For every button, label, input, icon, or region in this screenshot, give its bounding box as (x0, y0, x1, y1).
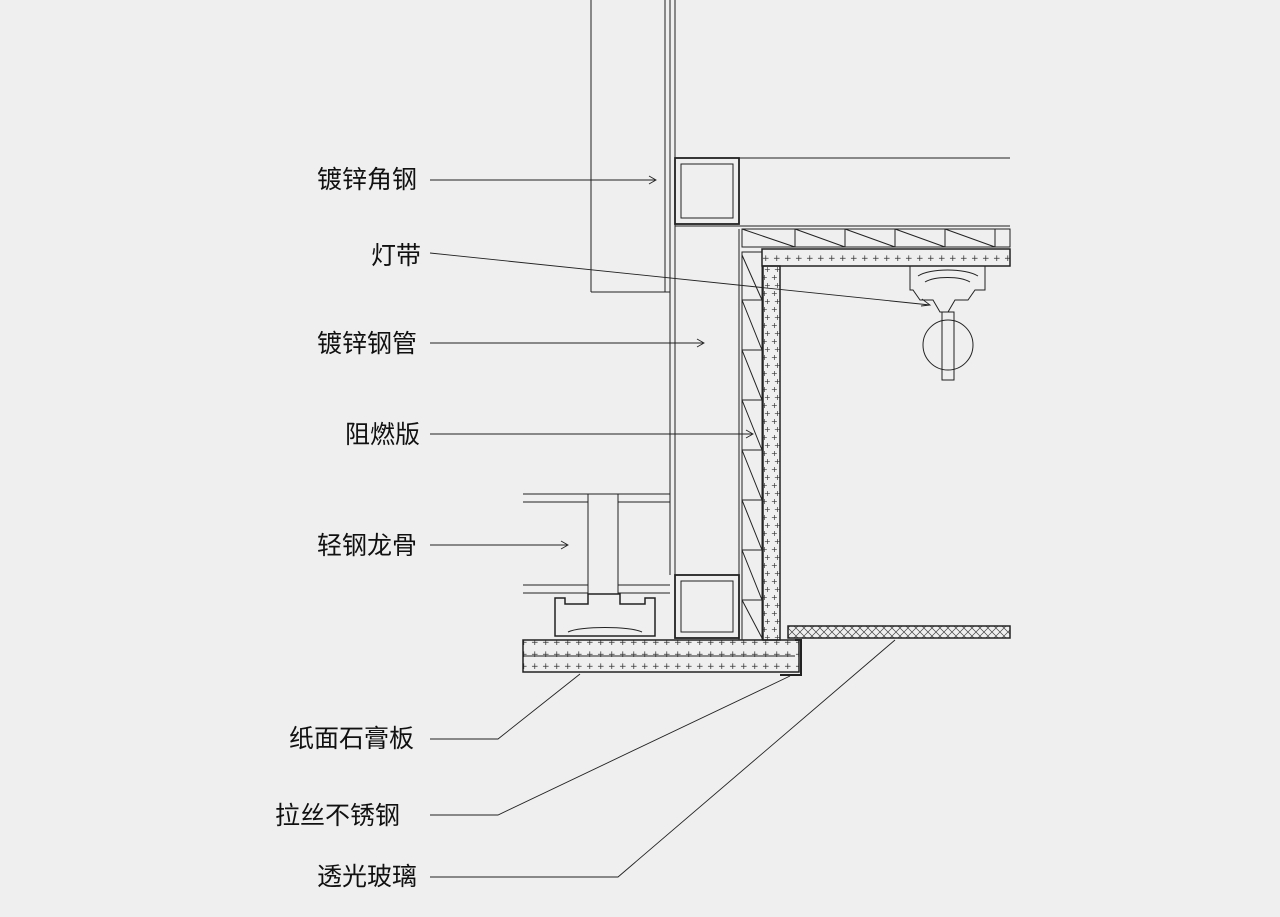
concrete-slab-block (590, 0, 670, 293)
ceiling-gypsum-board (761, 248, 1011, 267)
galvanized-steel-pipe (669, 0, 676, 575)
label-fire-retardant-board: 阻燃版 (345, 420, 421, 449)
brushed-stainless-edge (780, 639, 802, 676)
vertical-gypsum-board (762, 265, 781, 641)
label-galvanized-steel-pipe: 镀锌钢管 (317, 329, 418, 358)
label-light-strip: 灯带 (371, 241, 422, 270)
vertical-fire-board (741, 251, 763, 641)
label-brushed-stainless-steel: 拉丝不锈钢 (275, 801, 401, 830)
light-steel-keel (523, 493, 670, 637)
label-gypsum-board: 纸面石膏板 (289, 724, 415, 753)
label-translucent-glass: 透光玻璃 (317, 862, 418, 891)
label-galvanized-angle-steel: 镀锌角钢 (317, 165, 418, 194)
ceiling-fire-board (741, 228, 1011, 248)
galvanized-angle-steel (674, 157, 740, 225)
translucent-glass (787, 625, 1011, 639)
bottom-gypsum-board (522, 639, 800, 673)
leader-lines (429, 175, 932, 878)
label-light-steel-keel: 轻钢龙骨 (317, 531, 418, 560)
bottom-angle-steel (674, 574, 740, 639)
light-strip-fixture (909, 265, 986, 381)
